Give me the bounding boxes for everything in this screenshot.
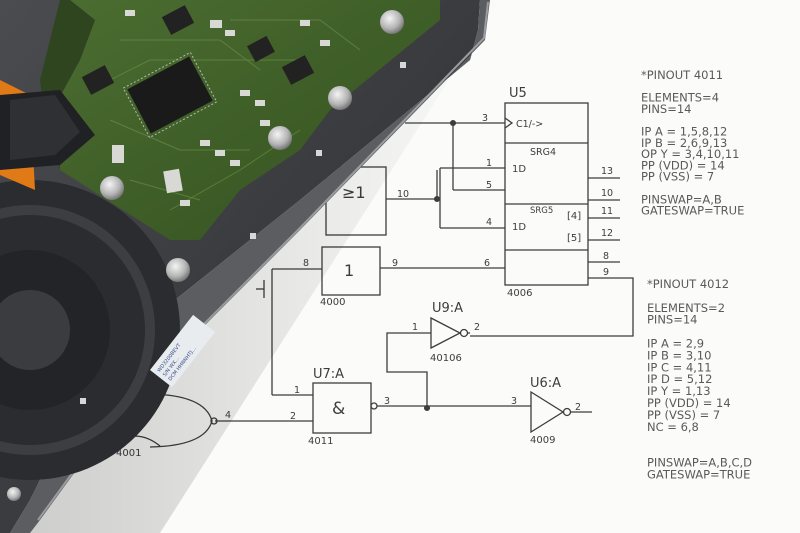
pinout-line: IP A = 2,9: [647, 337, 704, 351]
u5-srg5: SRG5: [530, 206, 553, 216]
screw-icon: [328, 86, 352, 110]
u9-pin-1: 1: [412, 322, 418, 333]
inverter-pin-9: 9: [392, 258, 398, 269]
chip-u5: [380, 102, 634, 337]
u7-pin-1: 1: [294, 385, 300, 396]
pinout-line: PP (VSS) = 7: [647, 408, 720, 422]
screw-icon: [7, 487, 21, 501]
u5-pin-13: 13: [601, 166, 613, 177]
pinout-line: GATESWAP=TRUE: [641, 204, 744, 218]
u6-name: U6:A: [530, 376, 561, 391]
hard-drive: WD3200BEVT S/N WX… DCM HHNNHTJ…: [0, 0, 500, 533]
pinout-line: IP A = 1,5,8,12: [641, 125, 727, 139]
u5-pin-8: 8: [603, 251, 609, 262]
u5-pin-5: 5: [486, 180, 492, 191]
pinout-line: *PINOUT 4012: [647, 277, 729, 291]
pinout-line: PINSWAP=A,B,C,D: [647, 456, 752, 470]
u7-name: U7:A: [313, 367, 344, 382]
u5-body: [504, 102, 589, 286]
pinout-line: PP (VDD) = 14: [641, 158, 725, 172]
screw-icon: [268, 126, 292, 150]
u6-pin-3: 3: [511, 396, 517, 407]
pinout-line: IP D = 5,12: [647, 372, 712, 386]
u5-pin-6: 6: [484, 258, 490, 269]
screws: [7, 10, 404, 501]
pinout-line: PINSWAP=A,B: [641, 192, 722, 206]
u6-buffer: [530, 390, 565, 434]
pinout-line: IP C = 4,11: [647, 360, 712, 374]
pinout-line: ELEMENTS=4: [641, 91, 719, 105]
screw-icon: [166, 258, 190, 282]
u5-1d-b: 1D: [512, 222, 526, 233]
pinout-line: IP Y = 1,13: [647, 384, 711, 398]
inverter-symbol: 1: [344, 261, 354, 280]
sata-connector: [0, 80, 95, 190]
u5-part: 4006: [507, 288, 532, 299]
u5-bracket-4: [4]: [567, 211, 581, 222]
screw-icon: [100, 176, 124, 200]
u5-srg4: SRG4: [530, 147, 556, 158]
u5-pin-9: 9: [603, 267, 609, 278]
pinout-line: GATESWAP=TRUE: [647, 467, 750, 481]
u9-part: 40106: [430, 353, 462, 364]
pcb-ic-2: [247, 35, 275, 63]
u9-pin-2: 2: [474, 322, 480, 333]
u6-pin-2: 2: [575, 402, 581, 413]
pinout-line: IP B = 3,10: [647, 348, 711, 362]
u6-part: 4009: [530, 435, 555, 446]
u5-pin-11: 11: [601, 206, 613, 217]
u5-pin-1: 1: [486, 158, 492, 169]
u7-pin-2: 2: [290, 411, 296, 422]
u5-1d-a: 1D: [512, 164, 526, 175]
pinout-line: PINS=14: [641, 102, 692, 116]
u5-pin-10: 10: [601, 188, 613, 199]
screw-icon: [380, 10, 404, 34]
pcb-ic-1: [161, 5, 195, 35]
u5-pin-4: 4: [486, 217, 492, 228]
u5-pin-3: 3: [482, 113, 488, 124]
u5-pin-12: 12: [601, 228, 613, 239]
pcb-ic-4: [81, 65, 115, 95]
u9-name: U9:A: [432, 301, 463, 316]
pinout-line: PP (VDD) = 14: [647, 396, 731, 410]
u7-symbol: &: [332, 399, 345, 419]
pcb-ic-3: [281, 55, 315, 85]
pinout-line: IP B = 2,6,9,13: [641, 136, 727, 150]
u5-bracket-5: [5]: [567, 233, 581, 244]
pinout-line: PP (VSS) = 7: [641, 170, 714, 184]
u5-name: U5: [509, 86, 527, 101]
pinout-line: PINS=14: [647, 313, 698, 327]
u5-clock: C1/->: [516, 119, 543, 130]
inverter-part: 4000: [320, 297, 345, 308]
u7-pin-3: 3: [384, 396, 390, 407]
or-gate-pin-10: 10: [397, 189, 409, 200]
pinout-line: NC = 6,8: [647, 420, 699, 434]
pcb-passives: [112, 10, 330, 206]
pinout-line: *PINOUT 4011: [641, 68, 723, 82]
u9-inverter: [430, 316, 462, 350]
pinout-line: OP Y = 3,4,10,11: [641, 147, 739, 161]
u7-part: 4011: [308, 436, 333, 447]
pinout-line: ELEMENTS=2: [647, 301, 725, 315]
